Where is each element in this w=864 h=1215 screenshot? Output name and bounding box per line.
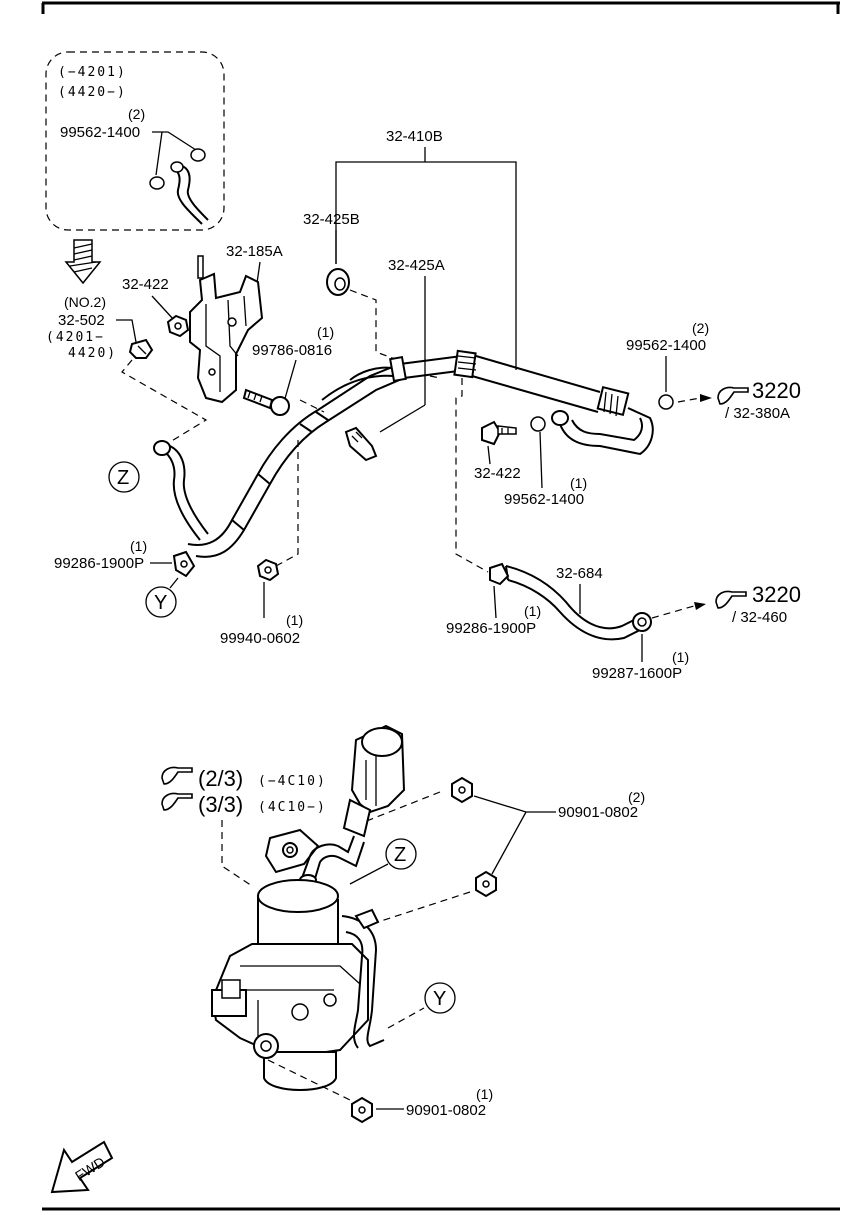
ref-3220-b: 3220 <box>752 582 801 607</box>
clip-32-502 <box>128 338 154 359</box>
pointing-hand-icon <box>717 386 749 405</box>
ref-32-460: / 32-460 <box>732 609 787 626</box>
y-label-2: Y <box>433 988 446 1010</box>
washer-99562-b <box>530 416 546 432</box>
inset-line2: (4420−) <box>58 85 127 100</box>
y-reference-circle-2: Y <box>424 982 456 1014</box>
inset-detail: (−4201) (4420−) (2) 99562-1400 <box>45 51 225 231</box>
ref-2-3-note: (−4C10) <box>258 774 327 789</box>
ref-2-3: (2/3) <box>198 766 243 791</box>
ref-3220-a: 3220 <box>752 378 801 403</box>
inset-qty: (2) <box>128 106 145 122</box>
z-reference-circle: Z <box>108 461 140 493</box>
label-99562-b-qty: (1) <box>570 475 587 491</box>
label-32-410B: 32-410B <box>386 128 443 145</box>
label-99786-qty: (1) <box>317 324 334 340</box>
bolt-32-422-top <box>166 314 190 338</box>
nut-90901-b <box>351 1096 373 1124</box>
z-label-2: Z <box>394 844 406 866</box>
y-label: Y <box>154 592 167 614</box>
label-32-422-mid: 32-422 <box>474 465 521 482</box>
fwd-arrow-icon: FWD <box>50 1140 114 1194</box>
label-99940-0602: 99940-0602 <box>220 630 300 647</box>
electric-power-steering-pump <box>210 724 406 1091</box>
label-99287-1600P: 99287-1600P <box>592 665 682 682</box>
bracket-32-185A <box>189 255 264 404</box>
hose-clamp-99286-a <box>172 550 196 578</box>
inset-washer-2 <box>149 176 165 190</box>
hose-clamp-99286-b <box>489 562 510 586</box>
z-reference-circle-2: Z <box>385 838 417 870</box>
z-label: Z <box>117 467 129 489</box>
ref-32-380A: / 32-380A <box>725 405 790 422</box>
pointing-hand-icon-c <box>161 766 193 785</box>
pointing-hand-icon-d <box>161 792 193 811</box>
inset-part-number: 99562-1400 <box>60 124 140 141</box>
label-32-502: 32-502 <box>58 312 105 329</box>
nut-99940-0602 <box>256 558 280 582</box>
nut-90901-a-bottom <box>475 870 497 898</box>
label-99287-qty: (1) <box>672 649 689 665</box>
label-32-422-top: 32-422 <box>122 276 169 293</box>
inset-washer-1 <box>190 148 206 162</box>
bolt-99786-0816 <box>242 388 290 416</box>
inset-line1: (−4201) <box>58 65 127 80</box>
label-99286-1900P-a: 99286-1900P <box>54 555 144 572</box>
grommet-32-425B <box>326 268 350 296</box>
label-90901-0802-b: 90901-0802 <box>406 1102 486 1119</box>
label-99940-qty: (1) <box>286 612 303 628</box>
label-99562-a-qty: (2) <box>692 320 709 336</box>
nut-90901-a-top <box>451 776 473 804</box>
pressure-switch <box>344 426 378 462</box>
return-pipe-left <box>153 440 209 541</box>
label-99786-0816: 99786-0816 <box>252 342 332 359</box>
label-99286-1900P-b: 99286-1900P <box>446 620 536 637</box>
label-32-425B: 32-425B <box>303 211 360 228</box>
y-reference-circle: Y <box>145 586 177 618</box>
pressure-pipe-assembly <box>187 349 654 558</box>
ref-3-3: (3/3) <box>198 792 243 817</box>
label-32-185A: 32-185A <box>226 243 283 260</box>
bolt-32-422-mid <box>481 420 517 446</box>
label-32-684: 32-684 <box>556 565 603 582</box>
ref-3-3-note: (4C10−) <box>258 800 327 815</box>
label-90901-b-qty: (1) <box>476 1086 493 1102</box>
pointing-hand-icon-b <box>715 590 747 609</box>
washer-99562-a <box>658 394 674 410</box>
label-99286-b-qty: (1) <box>524 603 541 619</box>
label-99562-1400-a: 99562-1400 <box>626 337 706 354</box>
label-32-502-note2: 4420) <box>68 346 117 361</box>
label-32-502-note1: (4201− <box>46 330 105 345</box>
label-90901-0802-a: 90901-0802 <box>558 804 638 821</box>
label-99562-1400-b: 99562-1400 <box>504 491 584 508</box>
label-90901-a-qty: (2) <box>628 789 645 805</box>
down-hatched-arrow-icon <box>64 239 102 285</box>
hose-clamp-99287 <box>632 612 652 632</box>
label-99286-a-qty: (1) <box>130 538 147 554</box>
label-32-425A: 32-425A <box>388 257 445 274</box>
label-no2: (NO.2) <box>64 294 106 310</box>
